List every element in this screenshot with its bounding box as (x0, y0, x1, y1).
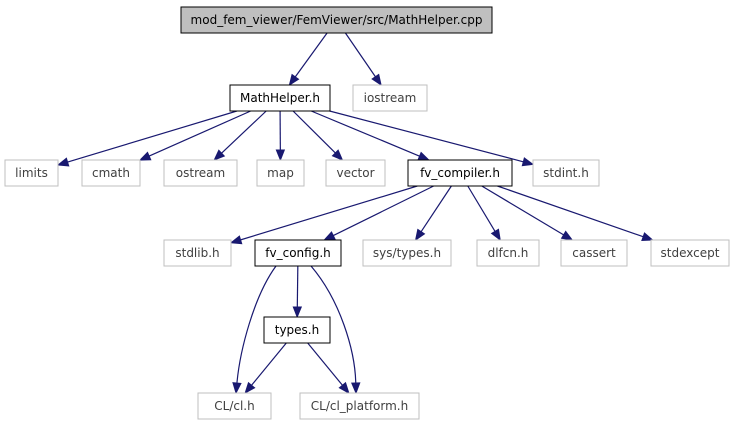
node-map: map (256, 159, 305, 187)
node-label: map (267, 166, 294, 180)
node-ostream: ostream (163, 159, 238, 187)
node-limits: limits (4, 159, 59, 187)
node-mathhelper-h[interactable]: MathHelper.h (229, 84, 331, 112)
node-fv-compiler-h[interactable]: fv_compiler.h (407, 159, 513, 187)
node-label: MathHelper.h (240, 91, 320, 105)
edge-fv_config_h-to-cl_h (232, 265, 277, 395)
edge-fv_compiler_h-to-sys_types_h (414, 185, 452, 242)
edge-types_h-to-cl_platform_h (307, 342, 350, 395)
node-label: cassert (572, 246, 616, 260)
node-label: CL/cl.h (214, 399, 254, 413)
edge-fv_config_h-to-types_h (292, 265, 303, 319)
node-vector: vector (325, 159, 386, 187)
edge-mathhelper_h-to-cmath (138, 110, 251, 161)
edge-fv_config_h-to-cl_platform_h (310, 265, 361, 395)
node-dlfcn-h: dlfcn.h (476, 239, 540, 267)
node-cassert: cassert (560, 239, 628, 267)
node-types-h[interactable]: types.h (263, 316, 331, 344)
edge-types_h-to-cl_h (244, 342, 287, 395)
node-label: stdlib.h (175, 246, 219, 260)
node-label: dlfcn.h (488, 246, 529, 260)
node-label: mod_fem_viewer/FemViewer/src/MathHelper.… (191, 13, 483, 27)
node-iostream: iostream (352, 84, 428, 112)
edge-mathhelper_h-to-map (275, 110, 286, 162)
node-sys-types-h: sys/types.h (362, 239, 452, 267)
node-cmath: cmath (81, 159, 141, 187)
edge-mathhelper_h-to-fv_compiler_h (310, 110, 431, 161)
node-cl-platform-h: CL/cl_platform.h (299, 392, 420, 420)
nodes-layer: mod_fem_viewer/FemViewer/src/MathHelper.… (4, 6, 730, 420)
node-label: types.h (275, 323, 319, 337)
node-stdlib-h: stdlib.h (163, 239, 232, 267)
edge-root-to-mathhelper_h (288, 32, 328, 87)
edge-fv_compiler_h-to-cassert (481, 185, 574, 241)
edge-fv_compiler_h-to-dlfcn_h (467, 185, 501, 242)
node-cl-h: CL/cl.h (197, 392, 272, 420)
node-label: ostream (176, 166, 225, 180)
edge-mathhelper_h-to-stdint_h (329, 110, 535, 167)
node-label: cmath (92, 166, 130, 180)
node-fv-config-h[interactable]: fv_config.h (254, 239, 342, 267)
node-label: vector (336, 166, 374, 180)
node-root[interactable]: mod_fem_viewer/FemViewer/src/MathHelper.… (180, 6, 493, 34)
edge-mathhelper_h-to-limits (56, 110, 238, 167)
edge-fv_compiler_h-to-stdlib_h (229, 185, 418, 245)
edge-mathhelper_h-to-vector (292, 110, 344, 161)
edge-root-to-iostream (344, 32, 382, 87)
edge-fv_compiler_h-to-stdexcept (497, 185, 654, 242)
node-stdexcept: stdexcept (650, 239, 730, 267)
node-label: stdint.h (543, 166, 589, 180)
node-label: limits (15, 166, 48, 180)
edge-fv_compiler_h-to-fv_config_h (323, 185, 434, 241)
edges-layer (56, 32, 654, 395)
node-label: fv_compiler.h (420, 166, 500, 180)
node-label: stdexcept (661, 246, 720, 260)
node-label: iostream (364, 91, 417, 105)
node-label: sys/types.h (373, 246, 441, 260)
node-label: CL/cl_platform.h (311, 399, 408, 413)
node-label: fv_config.h (265, 246, 330, 260)
node-stdint-h: stdint.h (532, 159, 600, 187)
edge-mathhelper_h-to-ostream (213, 110, 267, 161)
